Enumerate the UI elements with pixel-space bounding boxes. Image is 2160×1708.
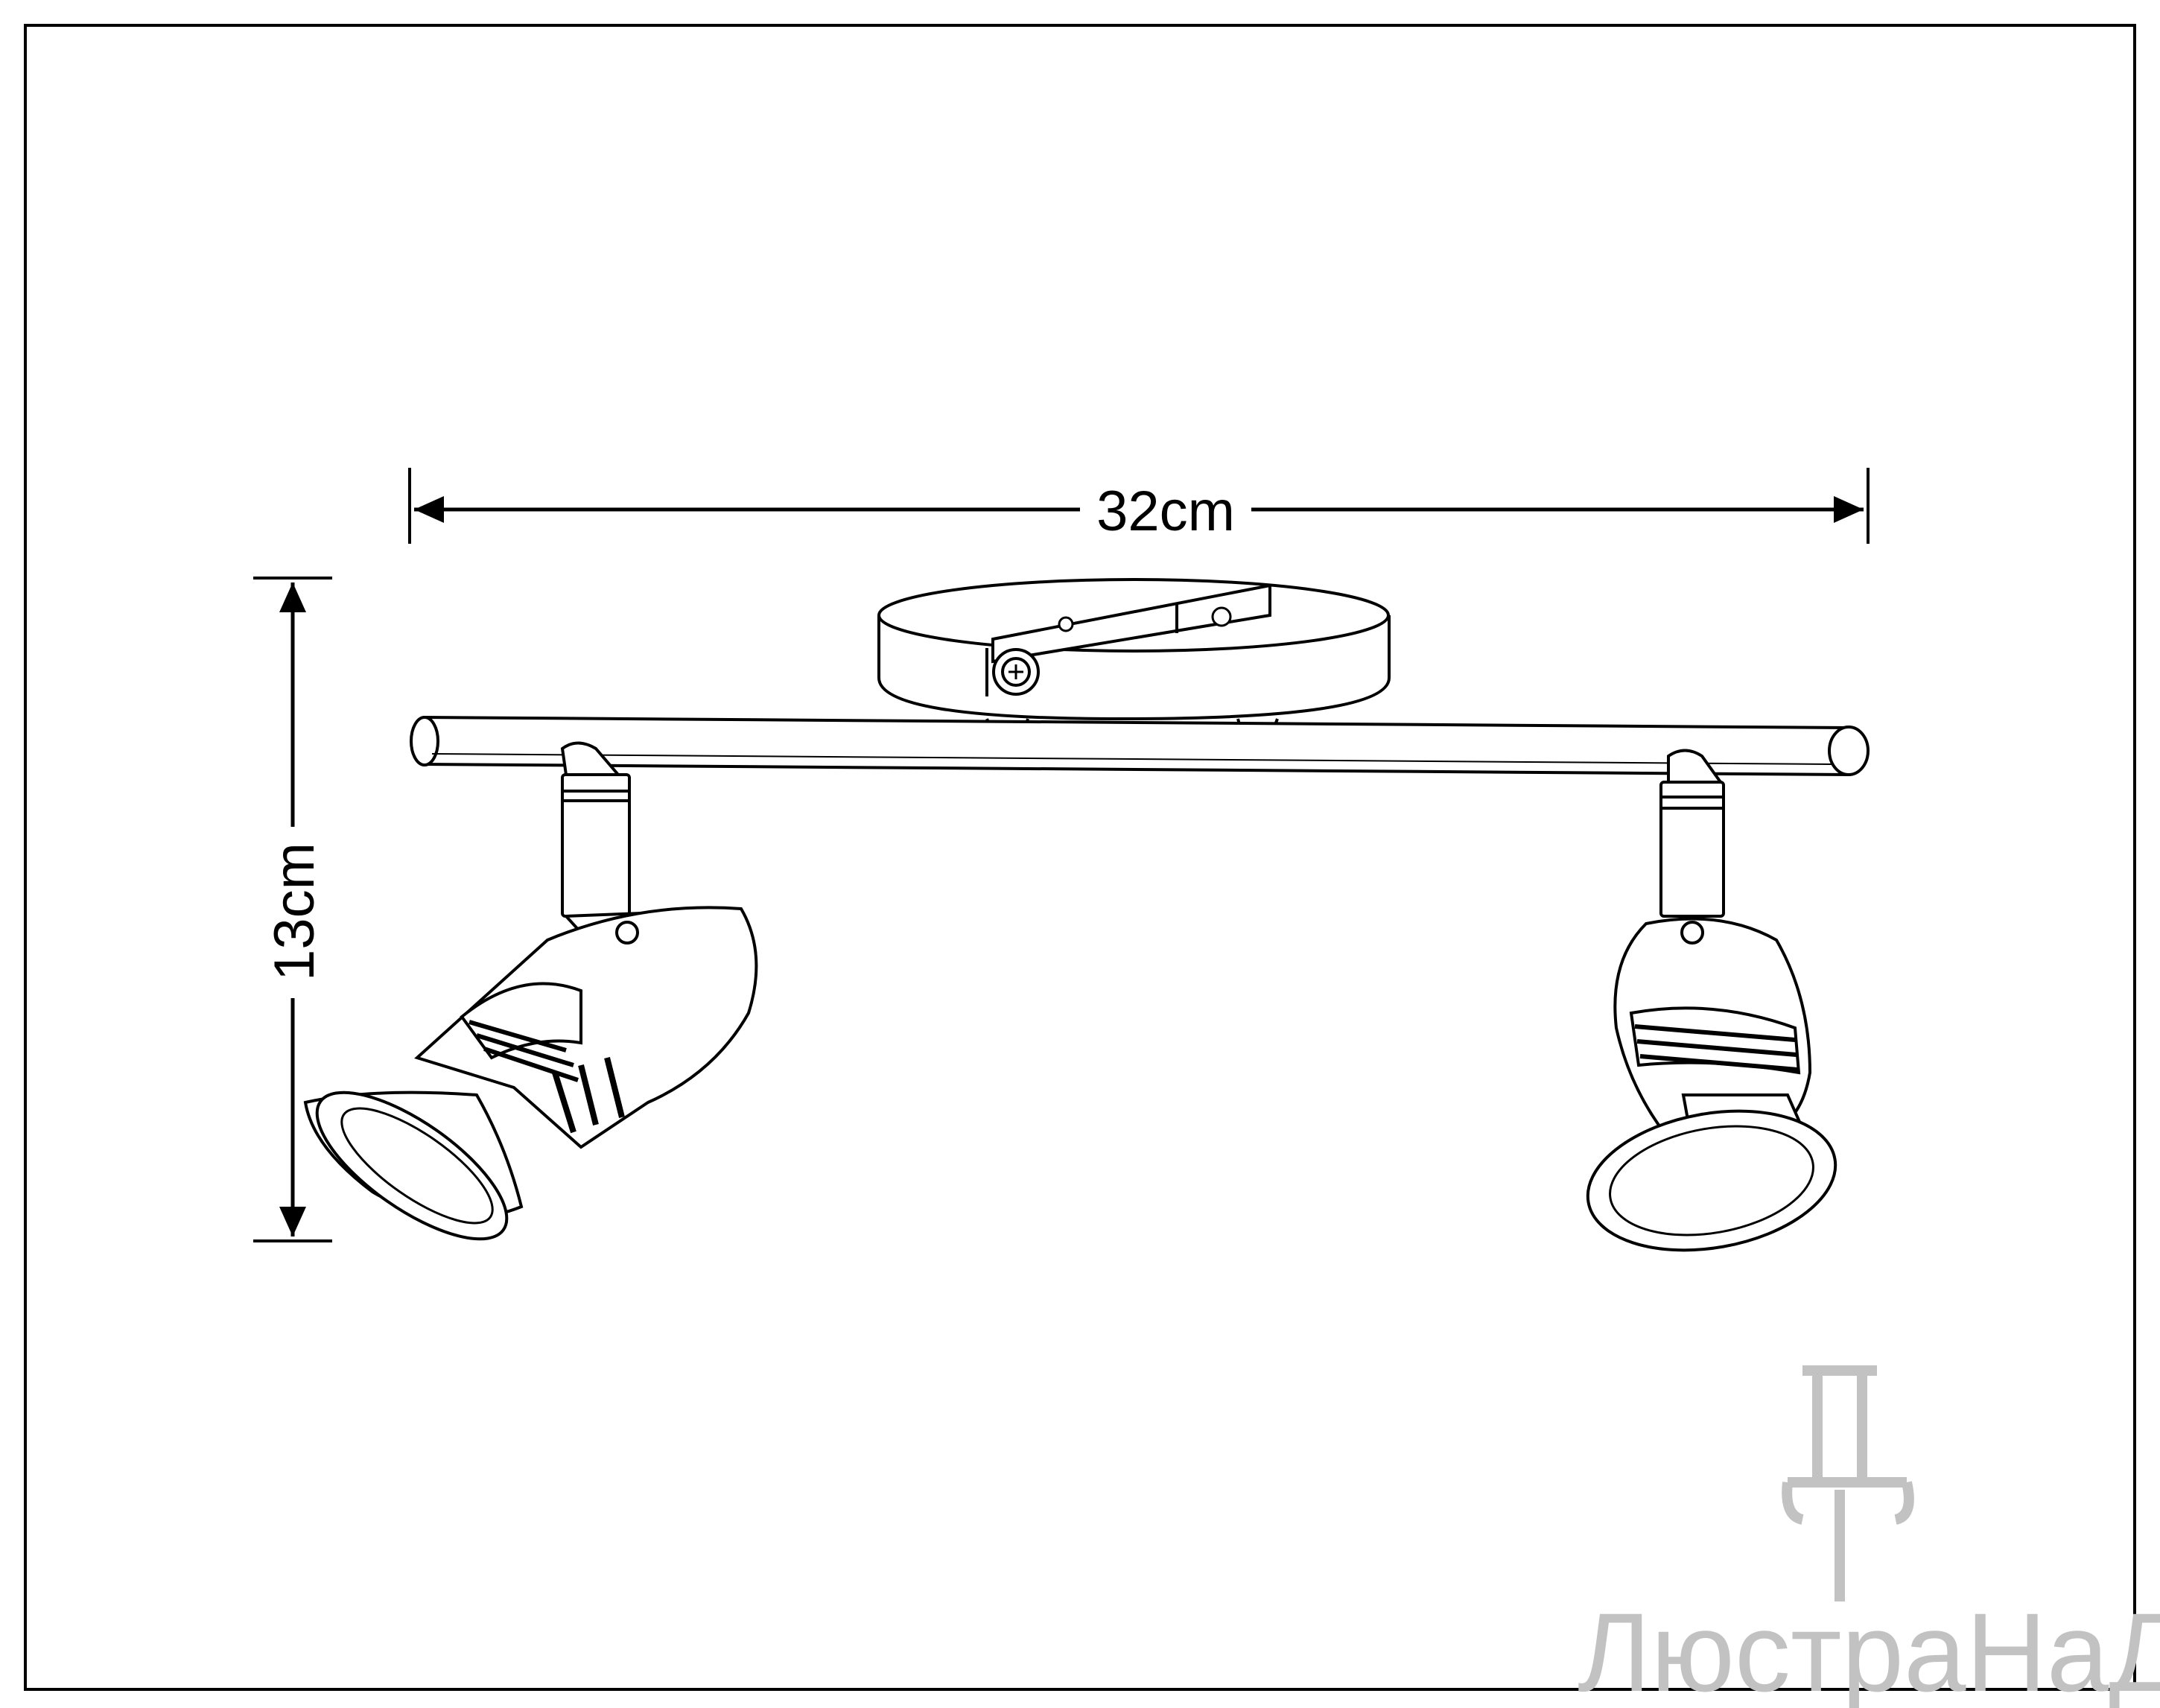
height-arrow-bottom-icon <box>279 1207 306 1236</box>
drawing-border <box>24 24 2136 1691</box>
pivot-screw-left-icon <box>615 921 639 945</box>
bar-body <box>423 715 1850 777</box>
watermark-monogram-icon <box>1782 1365 1914 1601</box>
bar-end-left <box>410 716 439 766</box>
watermark-logo: ЛюстраНаДом <box>1578 1365 2160 1708</box>
swivel-joint-left <box>560 741 622 776</box>
lens-inner-right <box>1609 1125 1814 1236</box>
vent-slots-lower-left <box>552 1057 625 1134</box>
width-arrow-right-icon <box>1834 496 1864 523</box>
spotlight-left <box>303 741 758 1241</box>
stem-right <box>1659 781 1725 918</box>
bracket-hole <box>1058 616 1074 632</box>
bar-end-right <box>1828 726 1870 776</box>
stem-left <box>561 773 631 918</box>
height-dimension: 13cm <box>253 577 332 1242</box>
height-label: 13cm <box>263 842 326 981</box>
watermark-text: ЛюстраНаДом <box>1578 1590 2160 1708</box>
vent-section-right <box>1629 1006 1801 1075</box>
shade-body-left <box>414 906 758 1149</box>
mounting-bar <box>410 715 1870 777</box>
width-dimension: 32cm <box>408 468 1870 544</box>
width-arrow-left-icon <box>414 496 444 523</box>
screw-cross <box>1008 664 1023 679</box>
vent-slots-left <box>468 1020 579 1082</box>
height-arrow-top-icon <box>279 582 306 612</box>
bar-highlight <box>431 753 1833 765</box>
lens-inner-left <box>340 1107 494 1225</box>
swivel-joint-right <box>1667 749 1724 784</box>
bracket-nut <box>1211 606 1232 627</box>
vent-slots-right <box>1634 1024 1799 1072</box>
spotlight-right <box>1586 749 1837 1252</box>
pivot-screw-right-icon <box>1680 921 1704 945</box>
width-label: 32cm <box>1096 480 1235 543</box>
